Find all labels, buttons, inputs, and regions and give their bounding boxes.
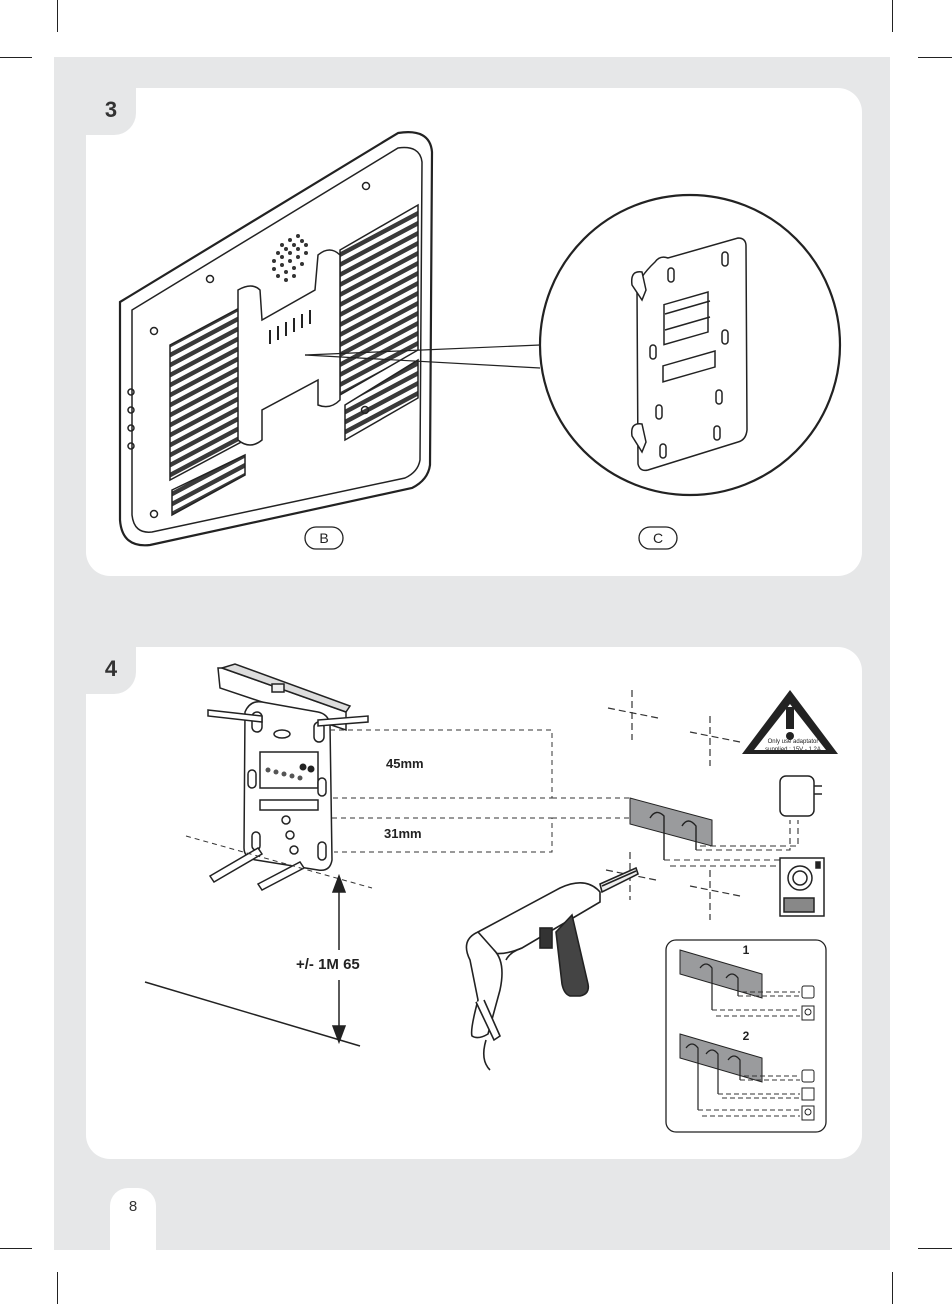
cable-plate [630, 798, 798, 866]
door-station-icon [780, 858, 824, 916]
dimension-31mm: 31mm [384, 826, 422, 841]
warning-text-line-1: Only use adaptator [768, 739, 819, 745]
label-c: C [653, 530, 663, 546]
warning-text-line-2: supplied : 15V - 1,2A [765, 747, 821, 753]
label-b: B [319, 530, 328, 546]
monitor-back-illustration [120, 132, 540, 545]
dimension-45mm: 45mm [386, 756, 424, 771]
option-2-label: 2 [743, 1029, 750, 1043]
bracket-zoom-callout [540, 195, 840, 495]
mounting-height: +/- 1M 65 [296, 956, 360, 973]
wall-bracket-illustration [208, 664, 368, 890]
option-1-label: 1 [743, 943, 750, 957]
power-drill-illustration [466, 868, 638, 1070]
drill-marks [606, 690, 740, 920]
power-adapter-icon [780, 776, 822, 816]
